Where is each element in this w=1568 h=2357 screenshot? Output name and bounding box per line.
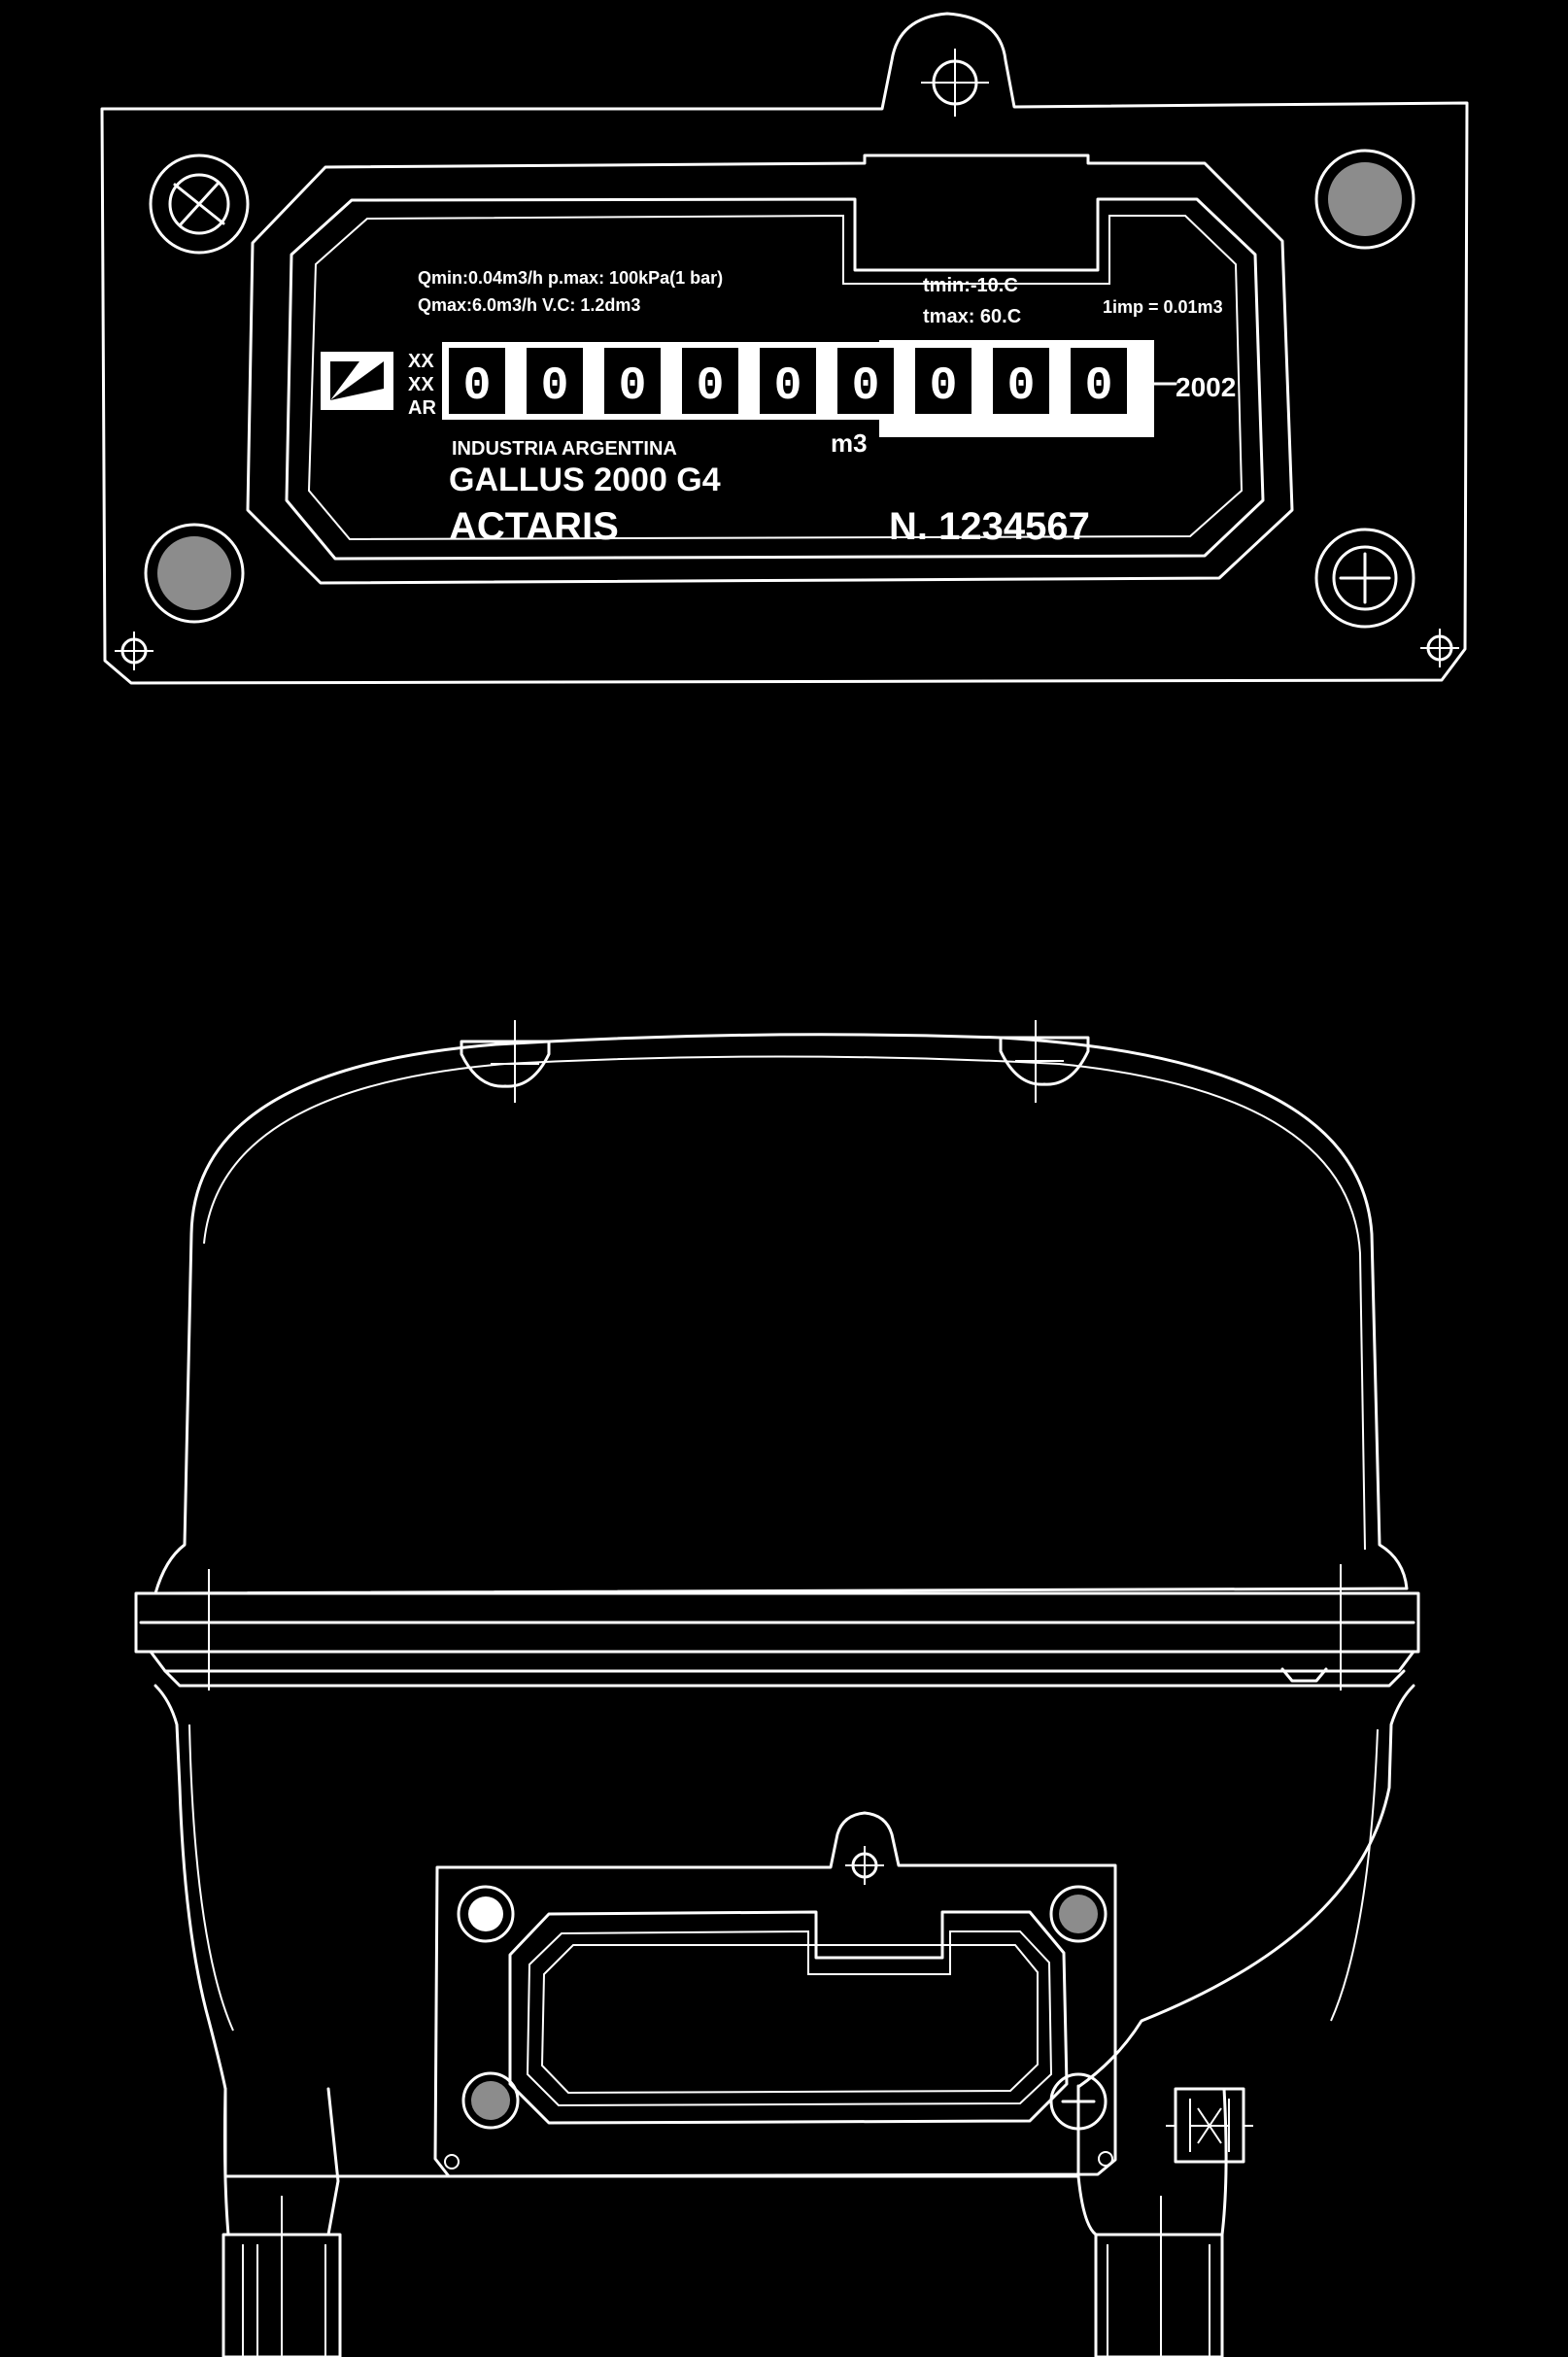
approval-mark-2: XX xyxy=(408,374,434,395)
approval-mark-1: XX xyxy=(408,351,434,372)
counter-digit-cell xyxy=(527,348,583,414)
tab-hole xyxy=(921,49,989,117)
mounting-lug-right xyxy=(999,1020,1090,1103)
spec-line-2: Qmax:6.0m3/h V.C: 1.2dm3 xyxy=(418,295,640,315)
corner-hole-left xyxy=(115,632,153,670)
earth-symbol-box xyxy=(1166,2087,1253,2164)
meter-body-view xyxy=(134,1020,1420,2357)
upper-housing xyxy=(153,1033,1409,1595)
counter-digit-cell xyxy=(1071,348,1127,414)
spec-line-1: Qmin:0.04m3/h p.max: 100kPa(1 bar) xyxy=(418,268,723,288)
counter-digit: 0 xyxy=(1007,360,1036,413)
window-border xyxy=(307,214,1244,541)
approval-mark-3: AR xyxy=(408,397,436,419)
counter-digit-cell xyxy=(760,348,816,414)
seal-screw-icon xyxy=(144,523,245,624)
counter-digit: 0 xyxy=(852,360,880,413)
counter-digit: 0 xyxy=(697,360,725,413)
cross-screw-icon xyxy=(1314,528,1415,629)
counter-digit-cell xyxy=(993,348,1049,414)
connection-right xyxy=(1076,2087,1228,2357)
counter-digit: 0 xyxy=(619,360,647,413)
upper-housing-inner xyxy=(203,1055,1366,1551)
counter-digit-cell xyxy=(682,348,738,414)
counter-digit: 0 xyxy=(463,360,492,413)
spec-text: Qmin:0.04m3/h p.max: 100kPa(1 bar) Qmax:… xyxy=(418,268,1223,327)
counter-digit: 0 xyxy=(1085,360,1113,413)
brand-label: ACTARIS xyxy=(449,505,619,548)
approval-marks: XX XX AR xyxy=(408,351,436,419)
counter-digit-cell xyxy=(604,348,661,414)
cyclic-volume: 1imp = 0.01m3 xyxy=(1103,297,1223,317)
serial-label: N. 1234567 xyxy=(889,505,1090,548)
housing-flange xyxy=(134,1564,1420,1691)
counter-digit-cell xyxy=(837,348,894,414)
connection-left xyxy=(222,2087,342,2357)
frame-inner xyxy=(285,197,1265,561)
year-label: 2002 xyxy=(1176,372,1236,402)
lower-housing-inner-right xyxy=(1330,1728,1379,2022)
seal-screw-icon xyxy=(1314,149,1415,250)
counter-digit: 0 xyxy=(774,360,802,413)
unit-label: m3 xyxy=(831,428,868,458)
counter-digit-cell xyxy=(915,348,971,414)
model-label: GALLUS 2000 G4 xyxy=(449,461,721,498)
corner-hole-right xyxy=(1420,629,1459,667)
frame-outer xyxy=(246,154,1294,585)
counter-digit: 0 xyxy=(541,360,569,413)
seal-screw-icon xyxy=(149,154,250,255)
lower-housing-inner xyxy=(188,1724,234,2032)
name-plate-view: Qmin:0.04m3/h p.max: 100kPa(1 bar) Qmax:… xyxy=(100,12,1469,685)
company-logo-icon xyxy=(321,352,393,410)
front-name-plate xyxy=(433,1811,1117,2178)
counter-digit: 0 xyxy=(930,360,958,413)
plate-outline xyxy=(100,12,1469,685)
temp-max: tmax: 60.C xyxy=(923,306,1021,327)
temp-min: tmin:-10.C xyxy=(923,275,1018,296)
marking-label: INDUSTRIA ARGENTINA xyxy=(452,438,677,460)
counter-digit-cell xyxy=(449,348,505,414)
